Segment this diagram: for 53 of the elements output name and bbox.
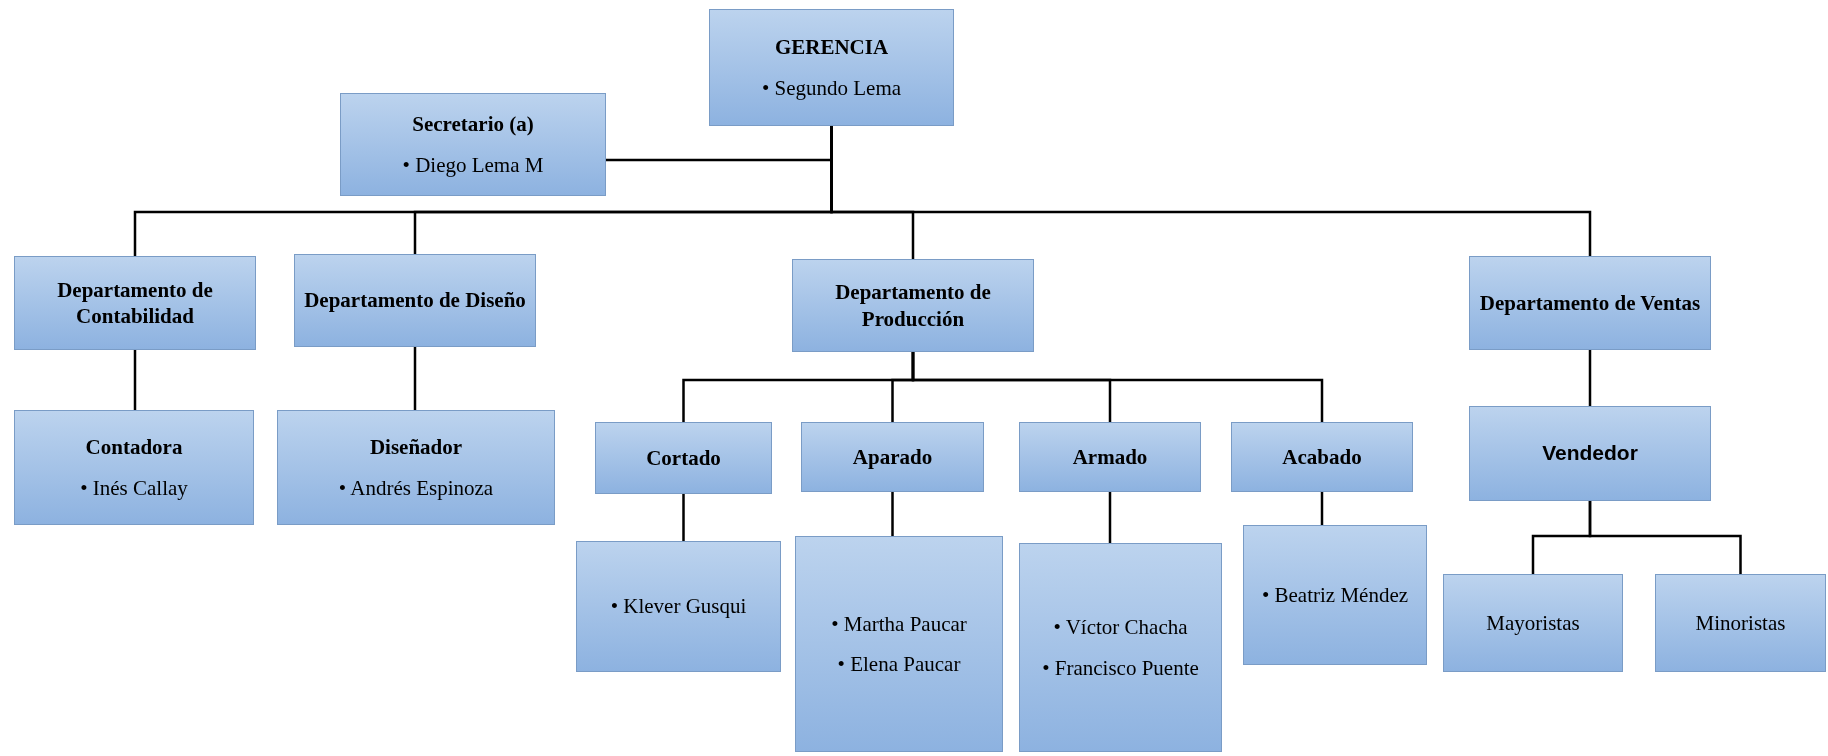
position-title: Contadora	[85, 434, 183, 461]
org-chart-box	[277, 410, 555, 525]
org-chart-box	[340, 93, 606, 196]
org-chart-box	[14, 256, 256, 350]
org-chart-box	[1019, 422, 1201, 492]
position-title: Secretario (a)	[412, 111, 534, 138]
org-chart-box	[1243, 525, 1427, 665]
person-name: • Víctor Chacha	[1053, 614, 1188, 641]
org-chart-box	[14, 410, 254, 525]
org-chart-box	[1469, 256, 1711, 350]
person-name: Mayoristas	[1486, 609, 1580, 637]
org-chart-box	[1655, 574, 1826, 672]
org-chart-box	[795, 536, 1003, 752]
position-title: Armado	[1072, 443, 1148, 471]
person-name: • Segundo Lema	[761, 74, 902, 101]
connector-line	[413, 347, 417, 410]
person-name: • Martha Paucar	[831, 610, 967, 637]
position-title: Vendedor	[1542, 440, 1638, 467]
org-chart-box	[576, 541, 781, 672]
org-chart-box	[792, 259, 1034, 352]
position-title: GERENCIA	[774, 34, 889, 61]
person-name: • Beatriz Méndez	[1261, 581, 1409, 609]
position-title: Diseñador	[369, 434, 463, 461]
person-name: Minoristas	[1695, 609, 1786, 637]
connector-line	[1588, 350, 1592, 406]
person-name: • Inés Callay	[80, 474, 188, 501]
position-title: Departamento de Producción	[834, 279, 992, 332]
person-name: • Elena Paucar	[837, 651, 961, 678]
position-title: Acabado	[1282, 443, 1362, 471]
position-title: Cortado	[646, 444, 721, 472]
connector-line	[1108, 492, 1112, 543]
connector-line	[682, 494, 685, 541]
org-chart-box	[1443, 574, 1623, 672]
person-name: • Diego Lema M	[402, 151, 544, 178]
connector-line	[133, 350, 137, 410]
position-title: Departamento de Diseño	[304, 287, 526, 314]
person-name: • Francisco Puente	[1042, 654, 1199, 681]
org-chart-box	[595, 422, 772, 494]
position-title: Aparado	[852, 443, 933, 471]
connector-line	[1588, 501, 1742, 574]
org-chart-box	[1469, 406, 1711, 501]
position-title: Departamento de Ventas	[1479, 289, 1701, 317]
org-chart-box	[294, 254, 536, 347]
person-name: • Klever Gusqui	[610, 593, 747, 620]
connector-line	[911, 352, 1324, 422]
position-title: Departamento de Contabilidad	[56, 276, 214, 330]
org-chart-box	[1019, 543, 1222, 752]
person-name: • Andrés Espinoza	[338, 474, 494, 501]
org-chart-box	[1231, 422, 1413, 492]
org-chart-box	[709, 9, 954, 126]
org-chart-box	[801, 422, 984, 492]
connector-line	[891, 492, 894, 536]
connector-line	[1320, 492, 1324, 525]
